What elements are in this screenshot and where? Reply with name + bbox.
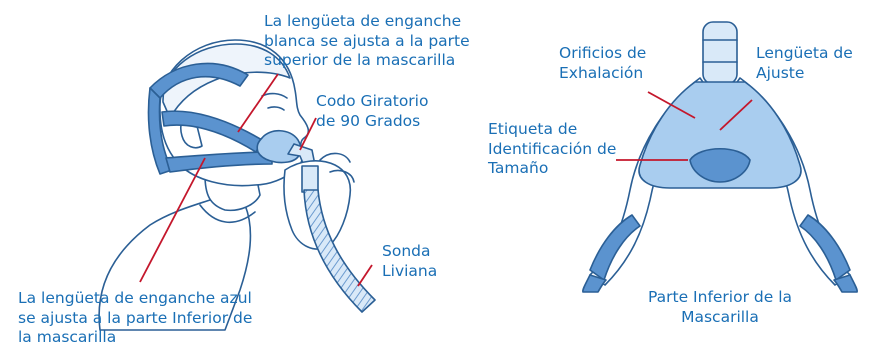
person-fingers: [319, 152, 355, 183]
leader-exhalation-holes: [647, 91, 696, 119]
label-adjust-tab: Lengüeta de Ajuste: [756, 44, 853, 82]
label-swivel-elbow: Codo Giratorio de 90 Grados: [316, 92, 429, 130]
leader-swivel-elbow: [299, 117, 317, 151]
label-blue-tab: La lengüeta de enganche azul se ajusta a…: [18, 289, 253, 346]
leader-light-tube: [357, 264, 373, 287]
mask-elbow-top: [702, 21, 738, 85]
leader-lines: [139, 73, 753, 287]
headgear-back-strap: [147, 87, 173, 175]
person-illustration: [98, 39, 376, 331]
headgear-lower-strap: [165, 151, 273, 173]
person-hair: [162, 43, 291, 119]
label-size-label: Etiqueta de Identificación de Tamaño: [488, 120, 617, 177]
light-tube: [303, 189, 376, 313]
leader-blue-tab: [139, 157, 206, 283]
label-mask-bottom: Parte Inferior de la Mascarilla: [647, 288, 793, 326]
shirt-collar: [199, 204, 256, 224]
headgear-top-strap: [149, 62, 249, 99]
person-eye: [267, 106, 285, 111]
person-shirt: [98, 199, 252, 331]
leader-white-tab: [237, 73, 279, 133]
mask-band-left: [582, 274, 607, 293]
mask-band-right: [833, 274, 858, 293]
label-light-tube: Sonda Liviana: [382, 242, 438, 280]
label-white-tab: La lengüeta de enganche blanca se ajusta…: [264, 12, 470, 69]
mask-lower-strap: [799, 214, 851, 281]
tube-connector: [301, 165, 319, 193]
mask-cushion: [689, 148, 751, 183]
leader-adjust-tab: [719, 99, 753, 131]
mask-lower-strap: [589, 214, 641, 281]
label-exhalation-holes: Orificios de Exhalación: [559, 44, 647, 82]
